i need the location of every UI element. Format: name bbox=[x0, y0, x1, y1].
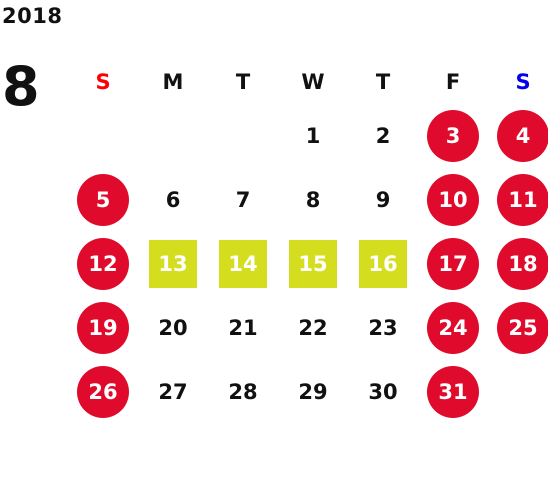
day-cell: 17 bbox=[418, 232, 488, 296]
day-cell bbox=[488, 360, 548, 424]
day-cell: 21 bbox=[208, 296, 278, 360]
day-cell: 31 bbox=[418, 360, 488, 424]
day-15[interactable]: 15 bbox=[289, 240, 337, 288]
day-cell: 16 bbox=[348, 232, 418, 296]
day-cell: 6 bbox=[138, 168, 208, 232]
weekday-header-sat: S bbox=[515, 70, 531, 94]
day-cell bbox=[138, 104, 208, 168]
day-19[interactable]: 19 bbox=[77, 302, 129, 354]
day-12[interactable]: 12 bbox=[77, 238, 129, 290]
day-cell: 15 bbox=[278, 232, 348, 296]
day-cell: 12 bbox=[68, 232, 138, 296]
day-cell: 22 bbox=[278, 296, 348, 360]
day-cell: 27 bbox=[138, 360, 208, 424]
day-cell: 4 bbox=[488, 104, 548, 168]
day-30[interactable]: 30 bbox=[368, 380, 398, 404]
weekday-header-tue: T bbox=[235, 70, 251, 94]
day-29[interactable]: 29 bbox=[298, 380, 328, 404]
day-cell: 3 bbox=[418, 104, 488, 168]
day-cell bbox=[208, 104, 278, 168]
day-23[interactable]: 23 bbox=[368, 316, 398, 340]
weekday-header-thu: T bbox=[375, 70, 391, 94]
day-13[interactable]: 13 bbox=[149, 240, 197, 288]
day-26[interactable]: 26 bbox=[77, 366, 129, 418]
day-9[interactable]: 9 bbox=[375, 188, 391, 212]
day-cell: 5 bbox=[68, 168, 138, 232]
day-1[interactable]: 1 bbox=[305, 124, 321, 148]
day-cell: 30 bbox=[348, 360, 418, 424]
day-8[interactable]: 8 bbox=[305, 188, 321, 212]
month-label: 8 bbox=[2, 55, 40, 118]
day-14[interactable]: 14 bbox=[219, 240, 267, 288]
day-24[interactable]: 24 bbox=[427, 302, 479, 354]
day-cell: 14 bbox=[208, 232, 278, 296]
weekday-header-sun: S bbox=[95, 70, 111, 94]
day-28[interactable]: 28 bbox=[228, 380, 258, 404]
day-cell: 1 bbox=[278, 104, 348, 168]
day-6[interactable]: 6 bbox=[165, 188, 181, 212]
day-18[interactable]: 18 bbox=[497, 238, 548, 290]
day-5[interactable]: 5 bbox=[77, 174, 129, 226]
weekday-header-wed: W bbox=[301, 70, 325, 94]
day-22[interactable]: 22 bbox=[298, 316, 328, 340]
day-cell: 19 bbox=[68, 296, 138, 360]
day-cell: 24 bbox=[418, 296, 488, 360]
day-3[interactable]: 3 bbox=[427, 110, 479, 162]
day-10[interactable]: 10 bbox=[427, 174, 479, 226]
day-cell: 13 bbox=[138, 232, 208, 296]
day-cell: 18 bbox=[488, 232, 548, 296]
day-7[interactable]: 7 bbox=[235, 188, 251, 212]
day-20[interactable]: 20 bbox=[158, 316, 188, 340]
weekday-header-fri: F bbox=[445, 70, 461, 94]
day-17[interactable]: 17 bbox=[427, 238, 479, 290]
year-label: 2018 bbox=[2, 4, 63, 28]
day-cell: 29 bbox=[278, 360, 348, 424]
day-4[interactable]: 4 bbox=[497, 110, 548, 162]
day-cell: 7 bbox=[208, 168, 278, 232]
day-31[interactable]: 31 bbox=[427, 366, 479, 418]
day-cell: 10 bbox=[418, 168, 488, 232]
day-cell: 26 bbox=[68, 360, 138, 424]
day-cell: 2 bbox=[348, 104, 418, 168]
day-cell: 23 bbox=[348, 296, 418, 360]
weekday-header-mon: M bbox=[162, 70, 184, 94]
day-cell: 9 bbox=[348, 168, 418, 232]
day-cell: 25 bbox=[488, 296, 548, 360]
day-21[interactable]: 21 bbox=[228, 316, 258, 340]
day-11[interactable]: 11 bbox=[497, 174, 548, 226]
day-cell: 8 bbox=[278, 168, 348, 232]
day-25[interactable]: 25 bbox=[497, 302, 548, 354]
day-2[interactable]: 2 bbox=[375, 124, 391, 148]
day-cell bbox=[68, 104, 138, 168]
day-cell: 28 bbox=[208, 360, 278, 424]
day-27[interactable]: 27 bbox=[158, 380, 188, 404]
day-cell: 20 bbox=[138, 296, 208, 360]
day-cell: 11 bbox=[488, 168, 548, 232]
day-16[interactable]: 16 bbox=[359, 240, 407, 288]
